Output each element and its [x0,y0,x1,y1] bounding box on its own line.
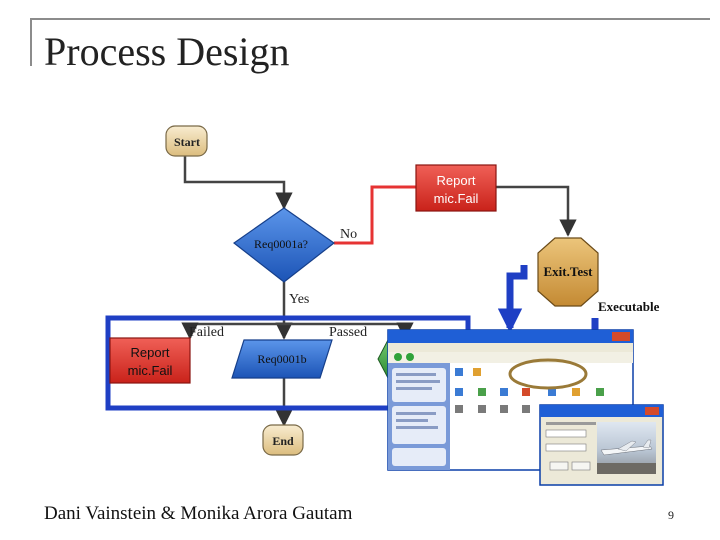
start-label: Start [174,135,200,149]
connector-report-to-exit [496,185,577,237]
report-mic-fail-top-node: Report mic.Fail [415,164,497,212]
report-top-label-line1: Report [436,173,475,188]
failed-label: Failed [189,325,224,340]
exit-test-label: Exit.Test [544,264,594,279]
decision-label: Req0001a? [254,237,308,251]
connector-failed-branch [181,322,284,340]
login-dialog-icon [539,404,664,486]
title-rule [30,18,710,20]
page-number: 9 [668,508,674,522]
connector-no-path [334,185,416,245]
windows-explorer-window-icon [387,329,634,471]
airplane-photo-icon [597,422,656,474]
arrow-to-explorer [497,265,528,333]
report-mic-fail-left-node: Report mic.Fail [109,337,191,384]
slide-title: Process Design [44,29,290,74]
report-top-label-line2: mic.Fail [434,191,479,206]
no-label: No [340,227,357,242]
yes-label: Yes [289,292,309,307]
title-bracket [30,18,32,66]
req-b-node: Req0001b [231,339,333,379]
req-b-label: Req0001b [257,352,306,366]
start-node: Start [165,125,208,157]
decision-node: Req0001a? [232,207,336,283]
exit-test-node: Exit.Test [537,237,599,307]
footer-authors: Dani Vainstein & Monika Arora Gautam [44,503,353,524]
executable-label: Executable [598,299,660,314]
end-label: End [272,434,294,448]
end-node: End [262,424,304,456]
highlight-ellipse [508,358,588,390]
report-left-label-line2: mic.Fail [128,363,173,378]
passed-label: Passed [329,325,367,340]
report-left-label-line1: Report [130,345,169,360]
connector-start-to-decision [183,156,293,210]
